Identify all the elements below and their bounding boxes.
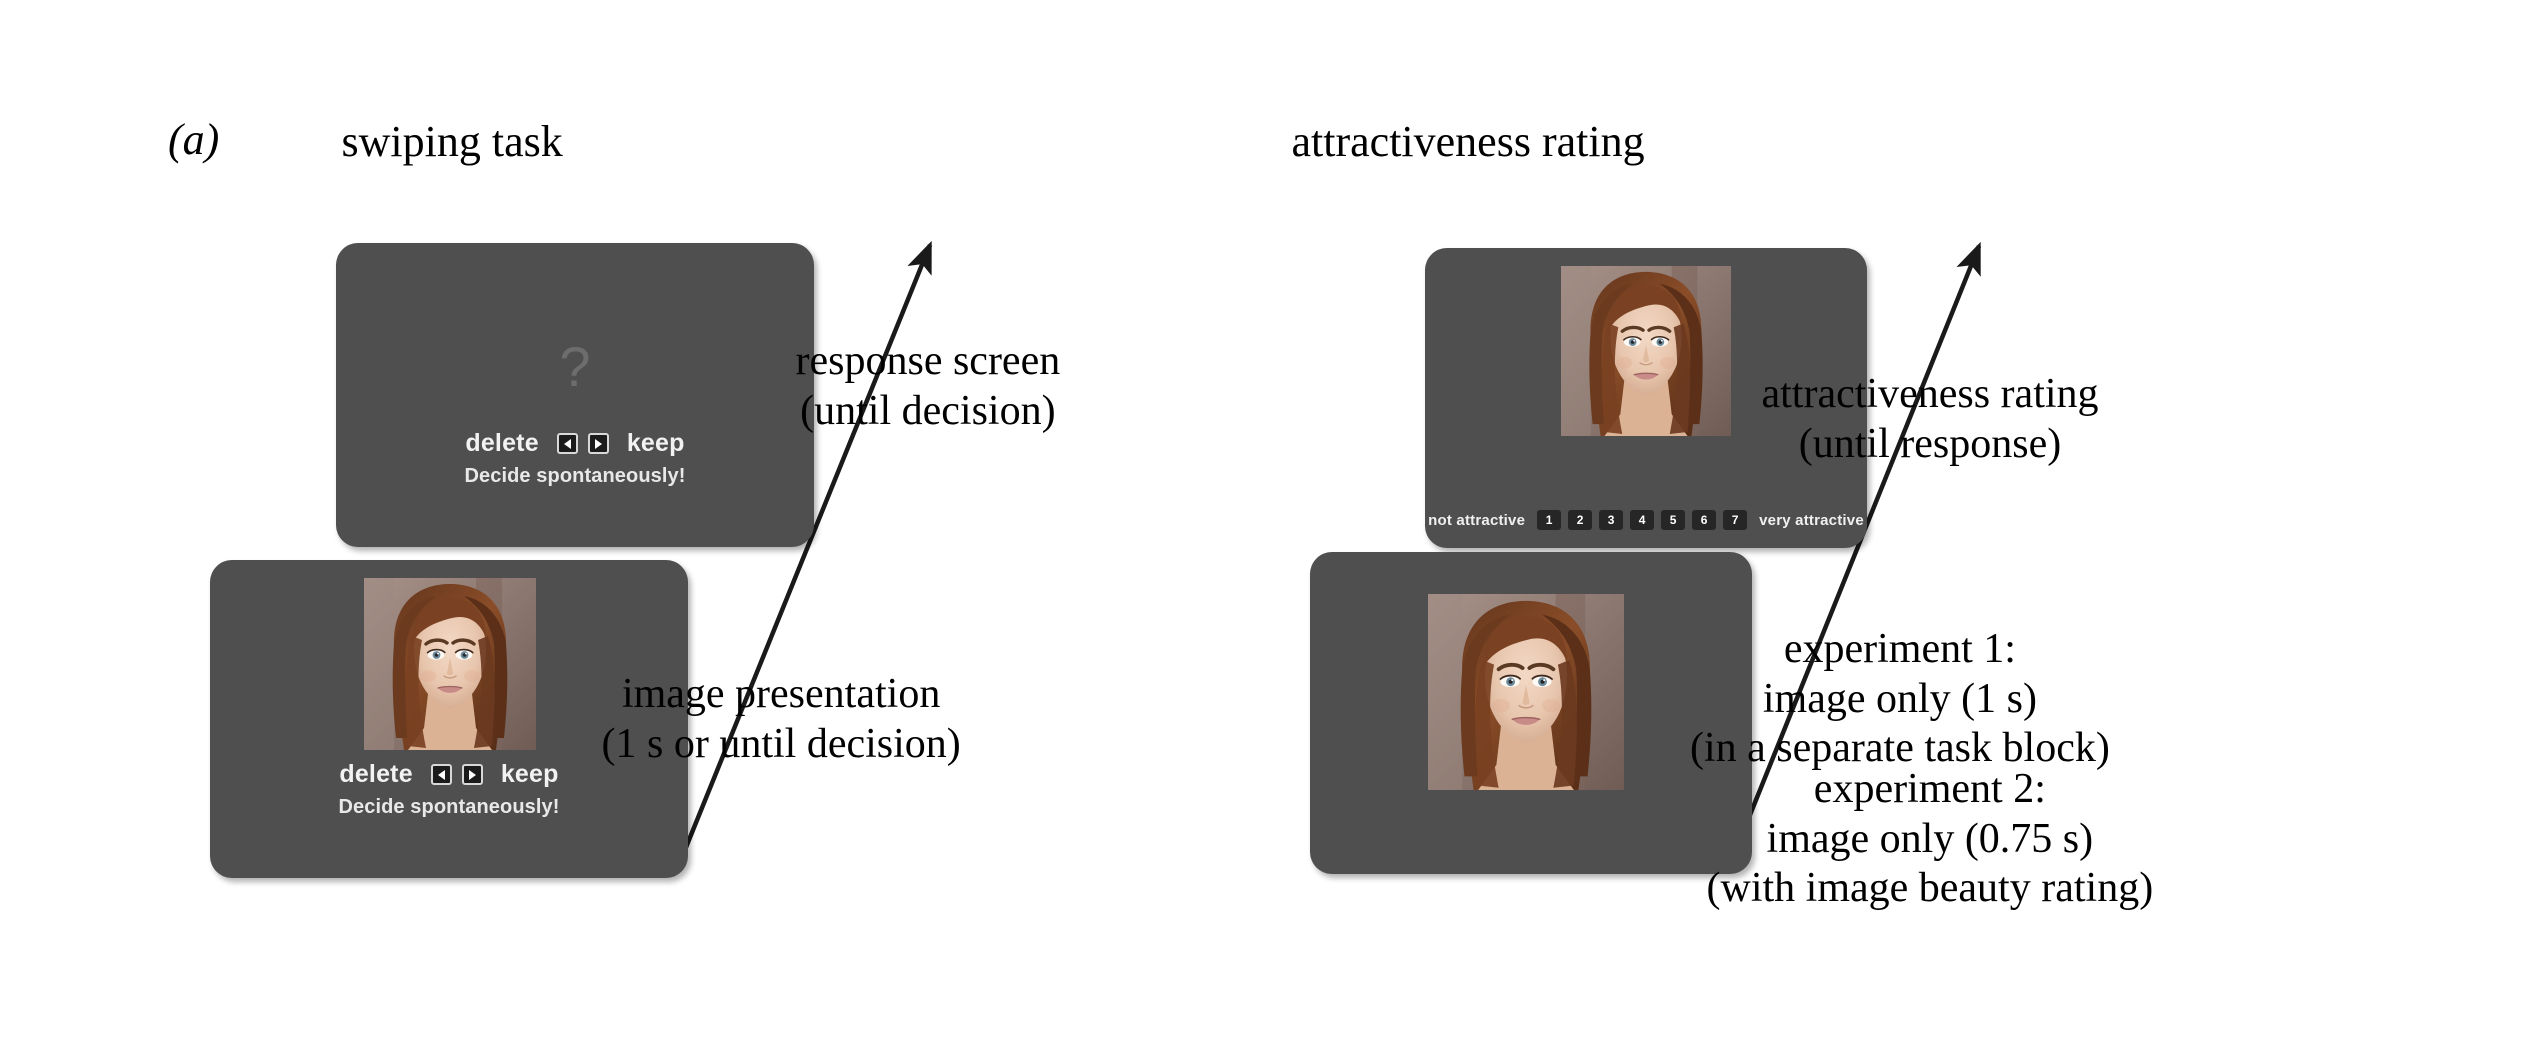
annotation-line: image only (1 s) [1762, 675, 2037, 722]
arrow-right-key-icon[interactable] [587, 433, 609, 454]
delete-label: delete [465, 429, 539, 457]
annotation-line: (until response) [1798, 420, 2062, 467]
rating-option-5[interactable]: 5 [1661, 510, 1686, 530]
annotation-line: response screen [795, 338, 1061, 384]
annotation-line: (in a separate task block) [1690, 725, 2110, 772]
rating-option-4[interactable]: 4 [1630, 510, 1655, 530]
swipe-controls-row: delete keep [336, 429, 814, 458]
rating-option-2[interactable]: 2 [1568, 510, 1593, 530]
face-stimulus-image [1428, 594, 1624, 790]
keep-label: keep [626, 429, 685, 457]
rating-option-3[interactable]: 3 [1599, 510, 1624, 530]
annotation-line: (until decision) [800, 387, 1056, 434]
annotation-image-presentation: image presentation (1 s or until decisio… [602, 670, 961, 769]
annotation-attractiveness-rating: attractiveness rating (until response) [1762, 370, 2099, 469]
rating-option-6[interactable]: 6 [1692, 510, 1717, 530]
decide-hint: Decide spontaneously! [338, 796, 560, 818]
annotation-line: experiment 2: [1813, 766, 2046, 812]
scale-low-label: not attractive [1428, 511, 1526, 529]
arrow-left-key-icon[interactable] [556, 433, 578, 454]
question-mark-stimulus: ? [559, 335, 591, 398]
annotation-line: (with image beauty rating) [1706, 865, 2154, 912]
panel-label: (a) [168, 115, 220, 164]
annotation-experiment-2: experiment 2: image only (0.75 s) (with … [1707, 765, 2154, 914]
annotation-line: image only (0.75 s) [1766, 815, 2094, 862]
arrow-left-key-icon[interactable] [430, 764, 452, 785]
annotation-line: (1 s or until decision) [601, 720, 961, 767]
rating-option-1[interactable]: 1 [1537, 510, 1562, 530]
annotation-line: image presentation [621, 671, 941, 717]
arrow-right-key-icon[interactable] [461, 764, 483, 785]
rating-option-7[interactable]: 7 [1723, 510, 1748, 530]
annotation-line: experiment 1: [1783, 626, 2016, 672]
response-screen-card: ? delete keep Decide spontaneously! [336, 243, 814, 547]
column-title-attractiveness-rating: attractiveness rating [1291, 117, 1645, 166]
keep-label: keep [500, 760, 559, 788]
face-stimulus-image [364, 578, 536, 750]
attractiveness-rating-scale: not attractive 1 2 3 4 5 6 7 very attrac… [1425, 510, 1867, 530]
annotation-line: attractiveness rating [1761, 371, 2099, 417]
rating-button-group: 1 2 3 4 5 6 7 [1537, 510, 1748, 530]
rating-image-presentation-card [1310, 552, 1752, 874]
annotation-response-screen: response screen (until decision) [796, 337, 1061, 436]
column-title-swiping-task: swiping task [341, 117, 563, 166]
image-presentation-card: delete keep Decide spontaneously! [210, 560, 688, 878]
delete-label: delete [339, 760, 413, 788]
face-stimulus-image [1561, 266, 1731, 436]
decide-hint: Decide spontaneously! [464, 465, 686, 487]
swipe-controls-row: delete keep [210, 760, 688, 789]
scale-high-label: very attractive [1759, 511, 1864, 529]
annotation-experiment-1: experiment 1: image only (1 s) (in a sep… [1690, 625, 2110, 774]
attractiveness-rating-card: not attractive 1 2 3 4 5 6 7 very attrac… [1425, 248, 1867, 548]
